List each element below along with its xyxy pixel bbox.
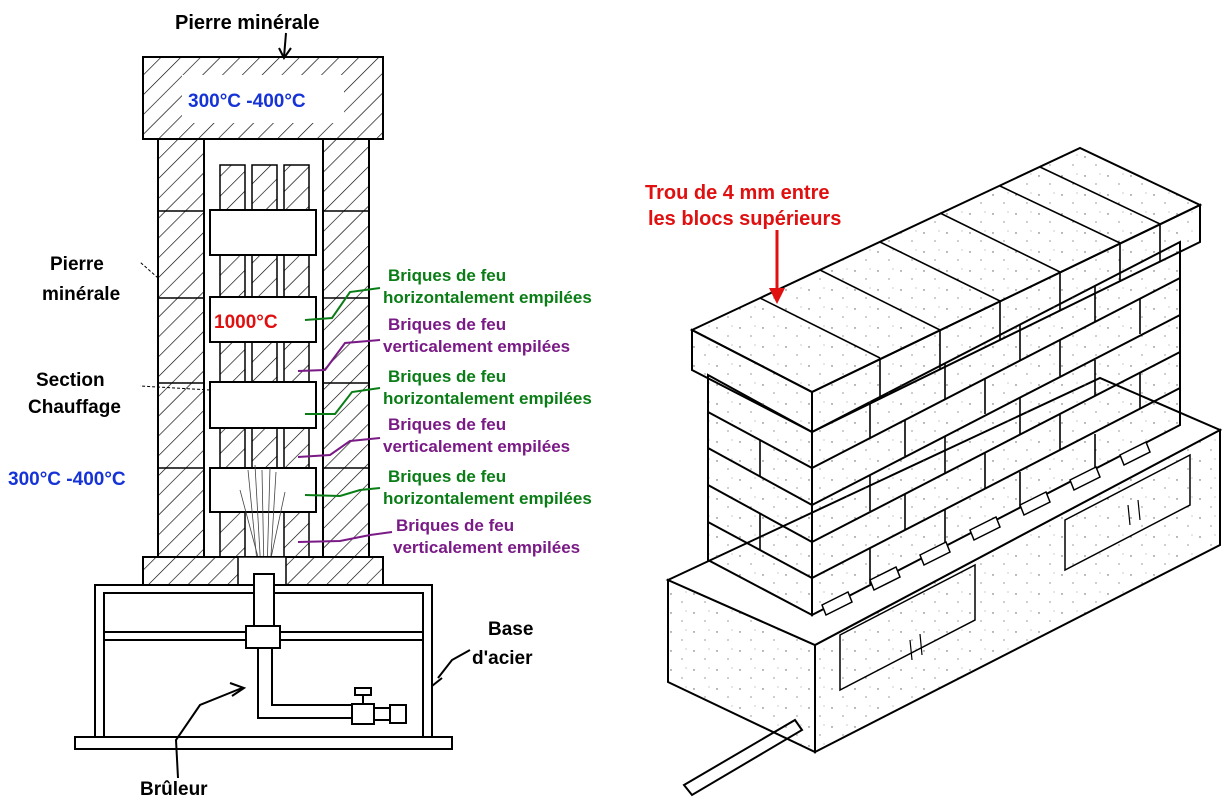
brick-label-4-b: verticalement empilées (383, 437, 570, 456)
brick-label-2-b: verticalement empilées (383, 337, 570, 356)
brick-label-6-a: Briques de feu (396, 516, 514, 535)
brick-wall (689, 146, 1203, 617)
side-stone-label-1: Pierre (50, 254, 104, 275)
brick-label-1-a: Briques de feu (388, 266, 506, 285)
heating-section-label-2: Chauffage (28, 397, 121, 418)
brick-label-2-a: Briques de feu (388, 315, 506, 334)
right-wall (322, 138, 370, 558)
hot-temperature: 1000°C (214, 312, 278, 333)
top-stone-label: Pierre minérale (175, 12, 320, 34)
side-temperature: 300°C -400°C (8, 469, 126, 490)
gap-arrow (769, 230, 785, 304)
right-perspective-view: Trou de 4 mm entre les blocs supérieurs (645, 146, 1223, 797)
brick-label-3-a: Briques de feu (388, 367, 506, 386)
left-section-view: Pierre minérale 300°C -400°C Pierre miné… (8, 12, 592, 800)
horizontal-fire-bricks (209, 209, 317, 513)
gap-label-2: les blocs supérieurs (648, 208, 841, 230)
side-stone-label-2: minérale (42, 284, 120, 305)
left-wall (157, 138, 205, 558)
burner-label: Brûleur (140, 779, 208, 800)
brick-label-3-b: horizontalement empilées (383, 389, 592, 408)
brick-label-6-b: verticalement empilées (393, 538, 580, 557)
top-temperature: 300°C -400°C (188, 91, 306, 112)
brick-label-5-b: horizontalement empilées (383, 489, 592, 508)
vertical-fire-bricks (219, 164, 310, 558)
steel-base-label-2: d'acier (472, 648, 533, 669)
burner (245, 573, 407, 725)
brick-label-4-a: Briques de feu (388, 415, 506, 434)
brick-label-5-a: Briques de feu (388, 467, 506, 486)
heating-section-label-1: Section (36, 370, 105, 391)
gap-label-1: Trou de 4 mm entre (645, 182, 830, 204)
brick-label-1-b: horizontalement empilées (383, 288, 592, 307)
steel-base-label-1: Base (488, 619, 533, 640)
leader-lines (139, 32, 471, 779)
steel-base (74, 584, 453, 750)
